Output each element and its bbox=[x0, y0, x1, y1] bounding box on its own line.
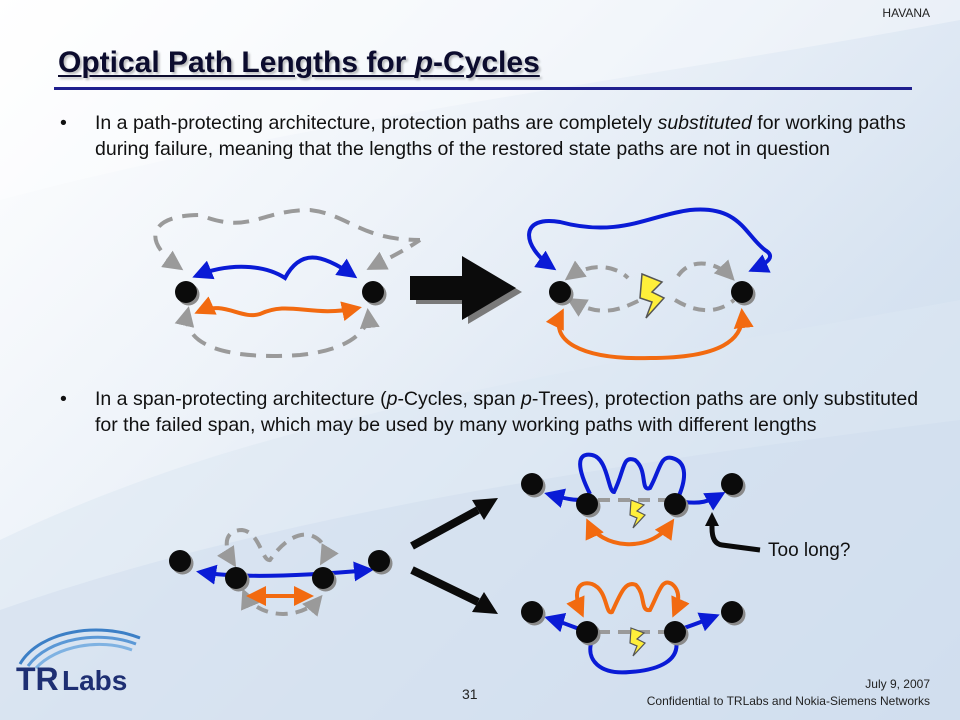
logo-text-labs: Labs bbox=[62, 665, 127, 696]
node bbox=[721, 601, 746, 626]
node bbox=[225, 567, 250, 592]
slide-title: Optical Path Lengths for p-Cycles bbox=[58, 46, 540, 80]
node bbox=[169, 550, 194, 575]
node bbox=[368, 550, 393, 575]
diagram-path-before bbox=[153, 207, 422, 358]
diagram-span-protection bbox=[169, 527, 393, 617]
bullet-dot: • bbox=[60, 112, 67, 134]
node bbox=[576, 621, 601, 646]
bullet2-em1: p bbox=[386, 388, 398, 410]
too-long-label: Too long? bbox=[768, 540, 851, 561]
title-part2: -Cycles bbox=[433, 46, 540, 79]
bullet1-post: for working paths during failure, meanin… bbox=[95, 112, 906, 160]
bullet1-emphasis: substituted bbox=[657, 112, 752, 134]
bullet1-pre: In a path-protecting architecture, prote… bbox=[95, 112, 658, 134]
node bbox=[664, 493, 689, 518]
node bbox=[576, 493, 601, 518]
bullet2-em2: p bbox=[520, 388, 532, 410]
bullet-dot: • bbox=[60, 388, 67, 410]
node bbox=[664, 621, 689, 646]
diagram-path-after bbox=[527, 207, 773, 361]
node bbox=[521, 473, 546, 498]
bullet2-mid: -Cycles, span bbox=[397, 388, 521, 410]
header-tag: HAVANA bbox=[882, 6, 930, 20]
lightning-failure-icon bbox=[629, 627, 646, 657]
node bbox=[312, 567, 337, 592]
title-rule bbox=[54, 87, 912, 90]
node bbox=[521, 601, 546, 626]
title-part1: Optical Path Lengths for bbox=[58, 46, 415, 79]
bullet2-post: -Trees), protection paths are only subst… bbox=[95, 388, 919, 436]
lightning-failure-icon bbox=[629, 499, 646, 529]
lightning-failure-icon bbox=[639, 273, 665, 319]
title-italic-p: p bbox=[414, 46, 434, 79]
bullet-text: In a path-protecting architecture, prote… bbox=[95, 110, 925, 162]
node bbox=[175, 281, 200, 306]
page-number: 31 bbox=[462, 686, 478, 702]
logo-text-tr: TR bbox=[16, 661, 59, 697]
bullet-text: In a span-protecting architecture (p-Cyc… bbox=[95, 386, 935, 438]
too-long-pointer bbox=[705, 512, 761, 553]
bullet2-pre: In a span-protecting architecture ( bbox=[95, 388, 387, 410]
footer-confidential: Confidential to TRLabs and Nokia-Siemens… bbox=[646, 694, 930, 708]
trlabs-logo: TR Labs bbox=[16, 628, 141, 697]
node bbox=[362, 281, 387, 306]
transition-arrow bbox=[410, 256, 522, 324]
split-arrows bbox=[410, 498, 498, 614]
node bbox=[721, 473, 746, 498]
diagram-span-case-short bbox=[521, 580, 746, 675]
footer-date: July 9, 2007 bbox=[865, 677, 930, 691]
diagram-span-case-long bbox=[521, 452, 746, 547]
node bbox=[549, 281, 574, 306]
